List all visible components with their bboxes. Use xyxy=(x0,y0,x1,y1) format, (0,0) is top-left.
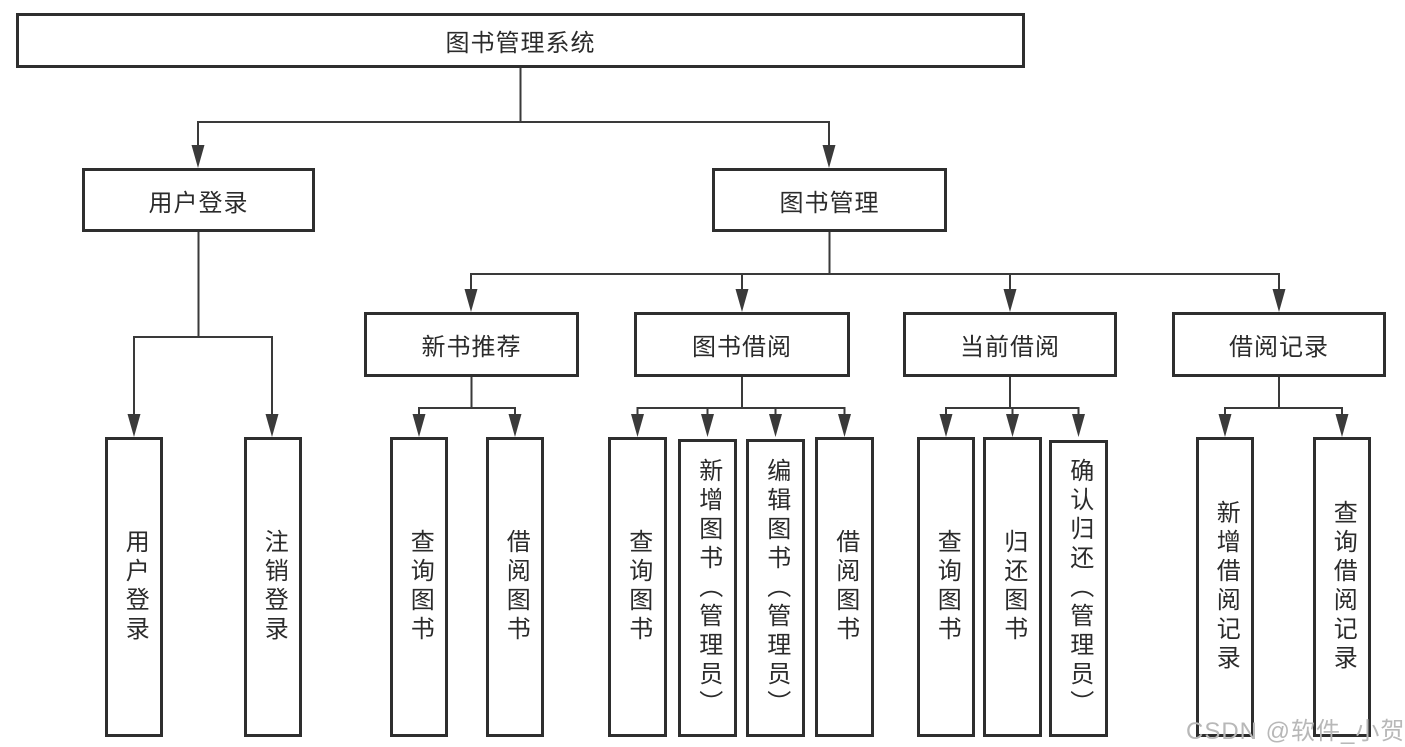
arrowhead-icon xyxy=(939,414,953,437)
arrowhead-icon xyxy=(822,145,836,168)
node-borrowing-records: 借阅记录 xyxy=(1172,312,1386,377)
arrowhead-icon xyxy=(631,414,644,437)
node-cb-confirm-return-admin: 确认归还（管理员） xyxy=(1049,440,1108,737)
node-br-add-record: 新增借阅记录 xyxy=(1196,437,1254,737)
arrowhead-icon xyxy=(265,414,279,437)
arrowhead-icon xyxy=(1072,414,1085,437)
node-label: 注销登录 xyxy=(260,529,288,645)
node-library-system: 图书管理系统 xyxy=(16,13,1025,68)
node-cb-query-books: 查询图书 xyxy=(917,437,975,737)
node-label: 查询借阅记录 xyxy=(1329,500,1357,674)
csdn-watermark: CSDN @软件_小贺同学 xyxy=(1186,718,1405,745)
node-label: 借阅图书 xyxy=(502,529,530,645)
arrowhead-icon xyxy=(127,414,141,437)
node-user-login-module: 用户登录 xyxy=(82,168,315,232)
connector-arrowheads xyxy=(127,145,1349,437)
node-label: 查询图书 xyxy=(624,529,652,645)
node-label: 归还图书 xyxy=(999,529,1027,645)
arrowhead-icon xyxy=(508,414,522,437)
arrowhead-icon xyxy=(1272,289,1286,312)
node-user-login: 用户登录 xyxy=(105,437,163,737)
node-br-query-record: 查询借阅记录 xyxy=(1313,437,1371,737)
arrowhead-icon xyxy=(191,145,205,168)
node-label: 查询图书 xyxy=(406,529,434,645)
arrowhead-icon xyxy=(464,289,478,312)
node-bb-add-books-admin: 新增图书（管理员） xyxy=(678,439,737,737)
node-current-borrowing: 当前借阅 xyxy=(903,312,1117,377)
node-bb-query-books: 查询图书 xyxy=(608,437,667,737)
arrowhead-icon xyxy=(1335,414,1349,437)
node-label: 编辑图书（管理员） xyxy=(762,457,790,719)
arrowhead-icon xyxy=(701,414,714,437)
node-label: 查询图书 xyxy=(933,529,961,645)
arrowhead-icon xyxy=(769,414,782,437)
arrowhead-icon xyxy=(735,289,749,312)
arrowhead-icon xyxy=(1003,289,1017,312)
node-label: 新增借阅记录 xyxy=(1212,500,1240,674)
node-book-management-module: 图书管理 xyxy=(712,168,947,232)
arrowhead-icon xyxy=(1218,414,1232,437)
node-logout: 注销登录 xyxy=(244,437,302,737)
node-label: 用户登录 xyxy=(121,529,149,645)
node-cb-return-books: 归还图书 xyxy=(983,437,1042,737)
connector-lines xyxy=(133,68,1343,419)
node-label: 确认归还（管理员） xyxy=(1065,458,1093,719)
arrowhead-icon xyxy=(838,414,851,437)
node-bb-borrow-books: 借阅图书 xyxy=(815,437,874,737)
node-nbr-query-books: 查询图书 xyxy=(390,437,448,737)
arrowhead-icon xyxy=(412,414,426,437)
node-label: 借阅图书 xyxy=(831,529,859,645)
arrowhead-icon xyxy=(1006,414,1019,437)
node-new-book-recommend: 新书推荐 xyxy=(364,312,579,377)
node-book-borrowing: 图书借阅 xyxy=(634,312,850,377)
node-bb-edit-books-admin: 编辑图书（管理员） xyxy=(746,439,805,737)
node-nbr-borrow-books: 借阅图书 xyxy=(486,437,544,737)
node-label: 新增图书（管理员） xyxy=(694,457,722,719)
